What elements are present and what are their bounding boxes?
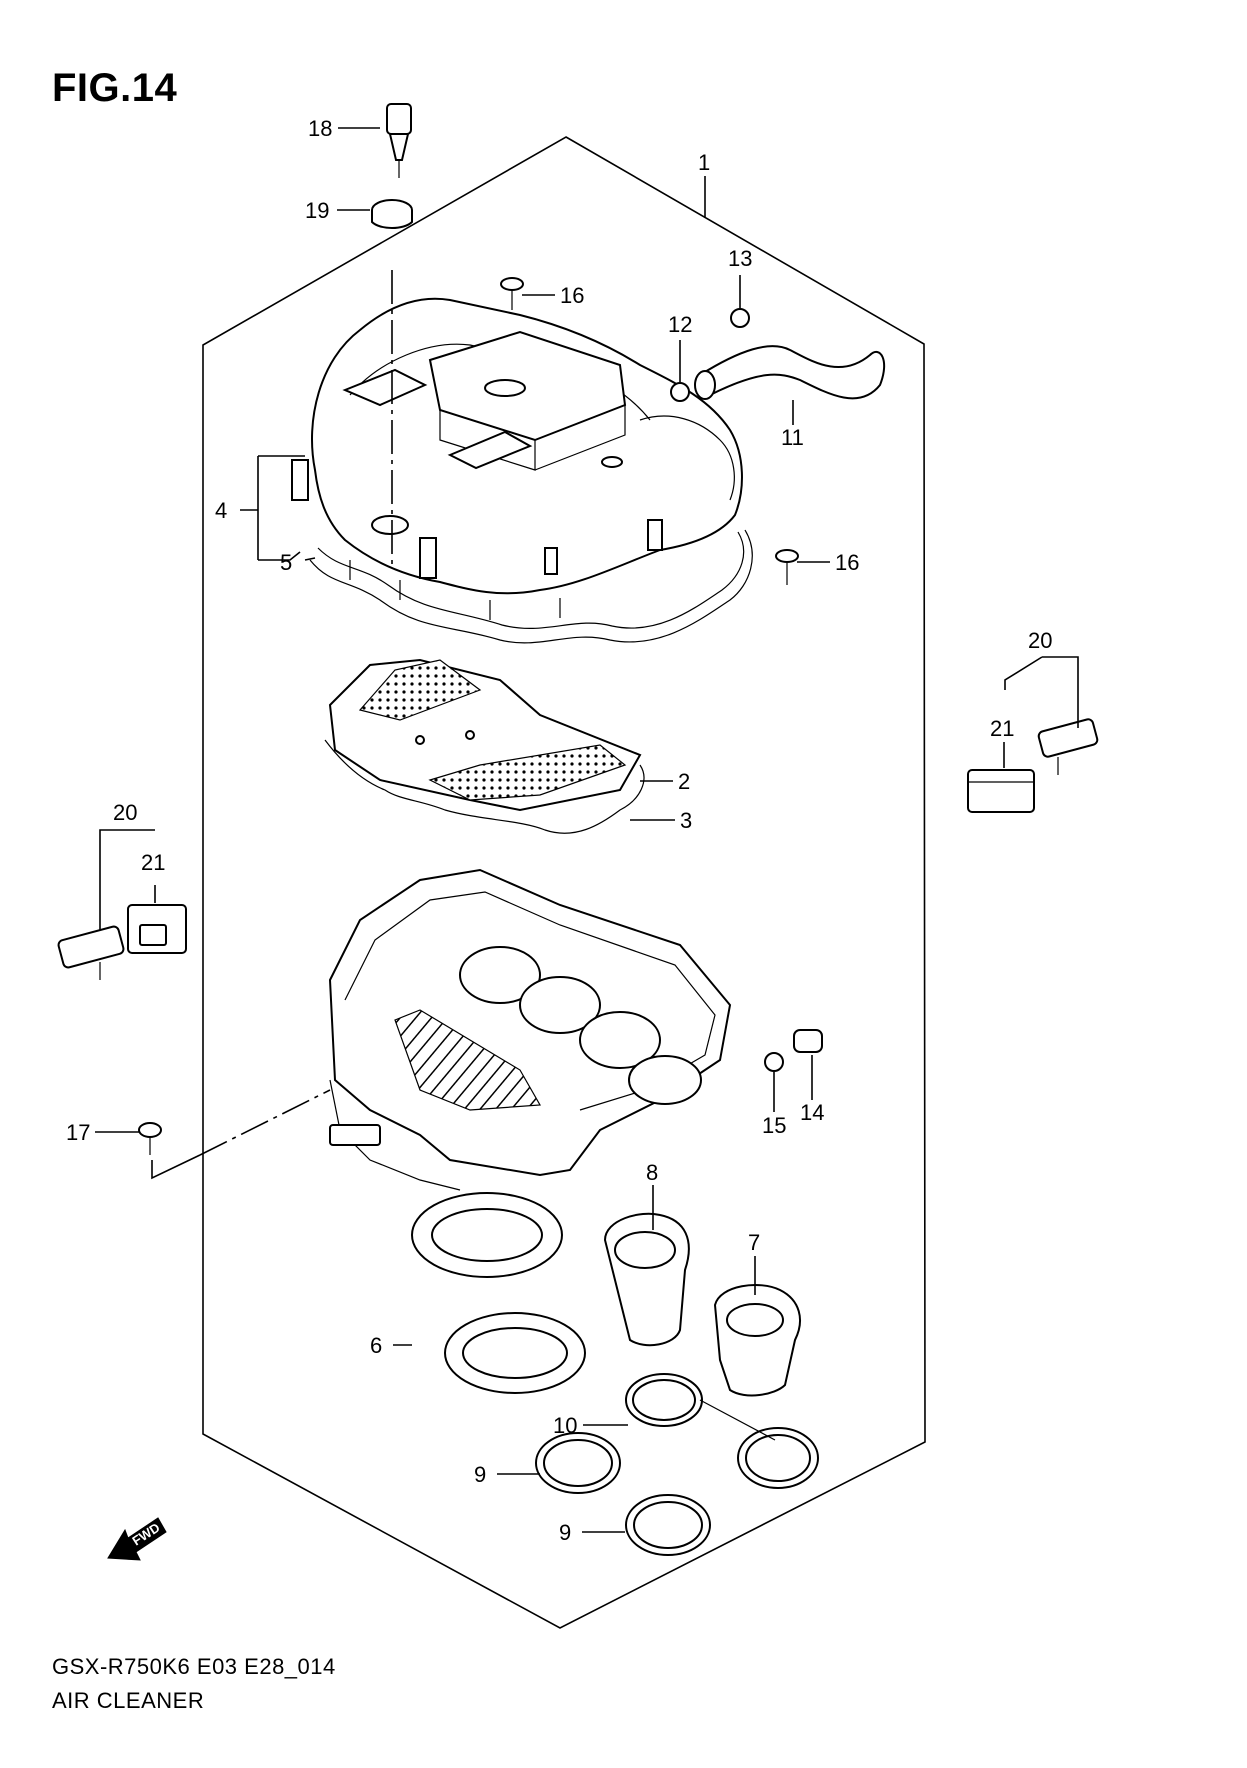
boot-21-right (967, 769, 1035, 813)
callout-9-b: 9 (559, 1520, 571, 1545)
callout-18: 18 (308, 116, 332, 141)
screw-16-top (500, 277, 524, 310)
fwd-arrow: FWD (107, 1517, 167, 1561)
assembly-boundary (202, 136, 926, 1629)
callout-20-a: 20 (1028, 628, 1052, 653)
callout-16-b: 16 (835, 550, 859, 575)
callout-14: 14 (800, 1100, 824, 1125)
connector-20-right (1037, 718, 1099, 775)
callout-12: 12 (668, 312, 692, 337)
hose-clip-12 (670, 382, 690, 402)
callout-7: 7 (748, 1230, 760, 1255)
footer-part-name: AIR CLEANER (52, 1688, 205, 1713)
callout-15: 15 (762, 1113, 786, 1138)
callout-4: 4 (215, 498, 227, 523)
callout-10: 10 (553, 1413, 577, 1438)
funnel-clamps (535, 1373, 819, 1556)
breather-hose (694, 345, 886, 400)
drain-cap-14 (793, 1029, 823, 1053)
callout-labels: 1 2 3 4 5 6 7 8 9 9 10 11 12 13 14 15 16… (66, 116, 1052, 1545)
intake-funnels (603, 1212, 801, 1397)
screw-18 (386, 103, 412, 178)
grommet-19 (371, 199, 413, 229)
callout-9-a: 9 (474, 1462, 486, 1487)
hose-clip-13 (730, 308, 750, 328)
callout-8: 8 (646, 1160, 658, 1185)
callout-13: 13 (728, 246, 752, 271)
callout-21-a: 21 (990, 716, 1014, 741)
air-cleaner-upper-cover (291, 297, 753, 644)
figure-title: FIG.14 (52, 66, 178, 110)
callout-2: 2 (678, 769, 690, 794)
callout-5: 5 (280, 550, 292, 575)
callout-3: 3 (680, 808, 692, 833)
callout-17: 17 (66, 1120, 90, 1145)
callout-20-b: 20 (113, 800, 137, 825)
callout-16-a: 16 (560, 283, 584, 308)
drain-clip-15 (764, 1052, 784, 1072)
callout-11: 11 (781, 425, 804, 450)
air-cleaner-lower-case (328, 868, 732, 1191)
leader-lines (95, 127, 1079, 1533)
callout-21-b: 21 (141, 850, 165, 875)
air-cleaner-seal (411, 1192, 586, 1394)
callout-6: 6 (370, 1333, 382, 1358)
boot-21-left (127, 904, 187, 954)
screw-17 (138, 1122, 162, 1155)
callout-1: 1 (698, 150, 710, 175)
connector-20-left (57, 925, 125, 980)
callout-19: 19 (305, 198, 329, 223)
air-cleaner-element (324, 658, 645, 834)
footer-model-code: GSX-R750K6 E03 E28_014 (52, 1654, 336, 1679)
screw-16-side (775, 549, 799, 585)
